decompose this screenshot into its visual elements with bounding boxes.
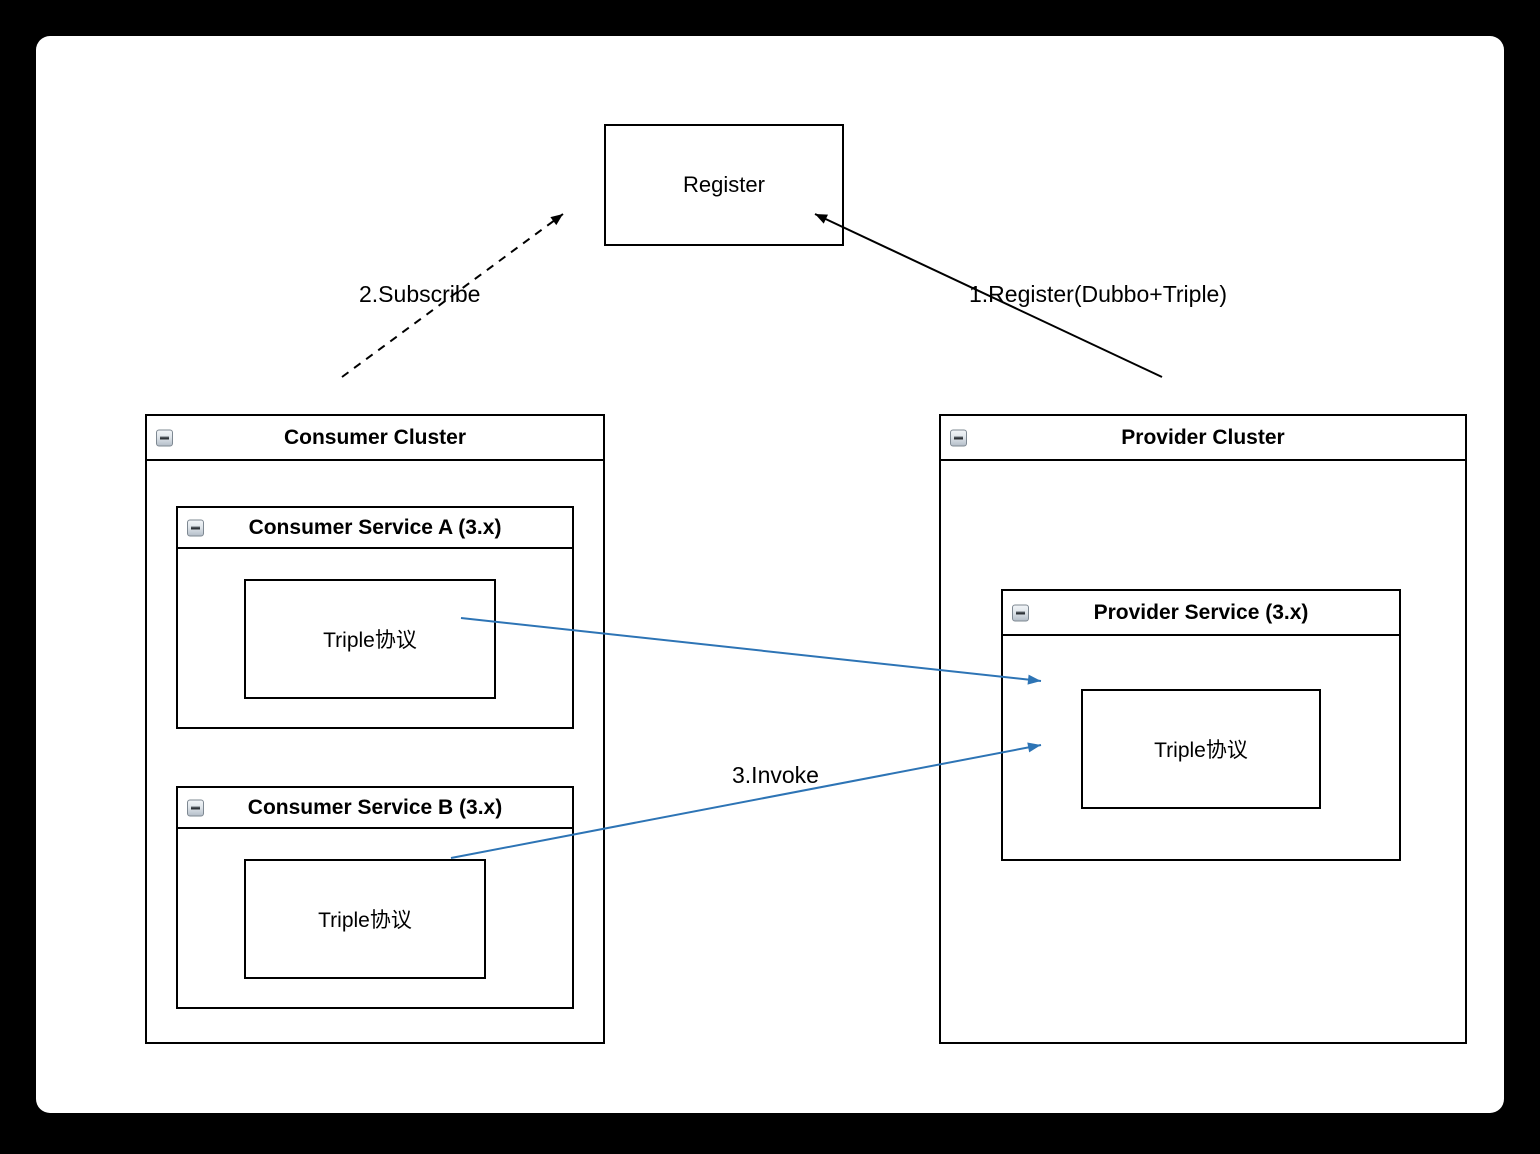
collapse-minus-icon[interactable] xyxy=(156,429,173,446)
consumer-service-b-titlebar: Consumer Service B (3.x) xyxy=(178,788,572,829)
consumer-service-b-title: Consumer Service B (3.x) xyxy=(247,795,503,819)
subscribe-edge-label: 2.Subscribe xyxy=(359,281,481,307)
provider-service-group[interactable]: Provider Service (3.x) xyxy=(1001,589,1401,861)
provider-cluster-title: Provider Cluster xyxy=(1121,425,1285,449)
consumer-service-a-titlebar: Consumer Service A (3.x) xyxy=(178,508,572,549)
consumer-service-a-title: Consumer Service A (3.x) xyxy=(248,515,502,539)
register-node[interactable]: Register xyxy=(604,124,844,246)
register-edge-label: 1.Register(Dubbo+Triple) xyxy=(969,281,1228,307)
invoke-edge-label: 3.Invoke xyxy=(732,762,819,788)
minus-glyph xyxy=(954,436,963,439)
collapse-minus-icon[interactable] xyxy=(187,519,204,536)
collapse-minus-icon[interactable] xyxy=(187,799,204,816)
provider-service-title: Provider Service (3.x) xyxy=(1093,600,1309,624)
provider-service-titlebar: Provider Service (3.x) xyxy=(1003,591,1399,636)
register-node-label: Register xyxy=(683,172,765,197)
consumer-a-triple-protocol-node[interactable]: Triple协议 xyxy=(244,579,496,699)
consumer-b-triple-protocol-node[interactable]: Triple协议 xyxy=(244,859,486,979)
provider-triple-protocol-node[interactable]: Triple协议 xyxy=(1081,689,1321,809)
collapse-minus-icon[interactable] xyxy=(1012,604,1029,621)
minus-glyph xyxy=(1016,611,1025,614)
diagram-canvas: Register Consumer Cluster Consumer Servi… xyxy=(36,36,1504,1113)
minus-glyph xyxy=(160,436,169,439)
minus-glyph xyxy=(191,526,200,529)
consumer-cluster-title: Consumer Cluster xyxy=(283,425,467,449)
consumer-b-triple-protocol-label: Triple协议 xyxy=(318,909,412,932)
provider-cluster-titlebar: Provider Cluster xyxy=(941,416,1465,461)
collapse-minus-icon[interactable] xyxy=(950,429,967,446)
minus-glyph xyxy=(191,806,200,809)
consumer-cluster-titlebar: Consumer Cluster xyxy=(147,416,603,461)
consumer-a-triple-protocol-label: Triple协议 xyxy=(323,629,417,652)
provider-triple-protocol-label: Triple协议 xyxy=(1154,739,1248,762)
